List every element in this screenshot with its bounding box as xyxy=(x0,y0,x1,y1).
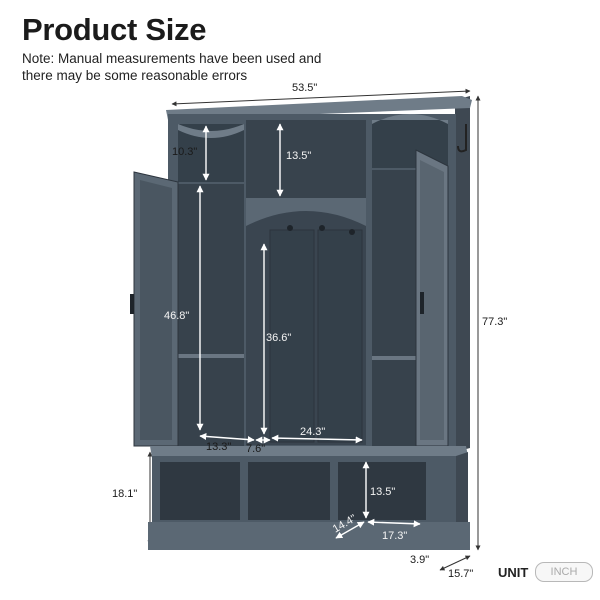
overall-width-line xyxy=(171,88,471,107)
coat-hook xyxy=(287,225,293,231)
cabinet-side-wall xyxy=(455,96,470,452)
center-top-compartment xyxy=(246,120,366,200)
total-height-label: 77.3" xyxy=(482,316,508,328)
left-door-handle[interactable] xyxy=(130,294,134,314)
unit-label: UNIT xyxy=(498,565,529,580)
total-width-label: 53.5" xyxy=(292,82,318,94)
cabinet-base xyxy=(148,522,470,550)
bench-cubby-height-label: 13.5" xyxy=(370,486,396,498)
center-width-label: 24.3" xyxy=(300,426,326,438)
left-cabinet-interior xyxy=(178,184,244,446)
side-hook-icon xyxy=(457,124,467,153)
measurement-note: Note: Manual measurements have been used… xyxy=(22,51,322,83)
depth-line xyxy=(439,555,471,571)
side-top-compartment-label: 10.3" xyxy=(172,146,198,158)
bench-height-label: 18.1" xyxy=(112,488,138,500)
coat-hook xyxy=(319,225,325,231)
coat-hook xyxy=(349,229,355,235)
center-arch-panel xyxy=(246,198,366,226)
center-top-compartment-label: 13.5" xyxy=(286,150,312,162)
right-door-handle[interactable] xyxy=(420,292,424,314)
bench-cubby-width-label: 17.3" xyxy=(382,530,408,542)
base-height-label: 3.9" xyxy=(410,554,430,566)
side-cabinet-width-label: 13.3" xyxy=(206,441,232,453)
left-top-arch xyxy=(178,124,244,182)
unit-toggle[interactable]: INCH xyxy=(535,562,593,582)
page-title: Product Size xyxy=(22,12,207,47)
interior-dimension-lines xyxy=(196,123,421,539)
bench-cubby[interactable] xyxy=(338,462,426,520)
bench-cubby[interactable] xyxy=(160,462,240,520)
depth-label: 15.7" xyxy=(448,568,474,580)
center-gap-label: 7.6" xyxy=(246,443,266,455)
bench-top xyxy=(150,446,468,458)
side-cabinet-height-label: 46.8" xyxy=(164,310,190,322)
center-hanging-height-label: 36.6" xyxy=(266,332,292,344)
bench-cubby[interactable] xyxy=(248,462,330,520)
